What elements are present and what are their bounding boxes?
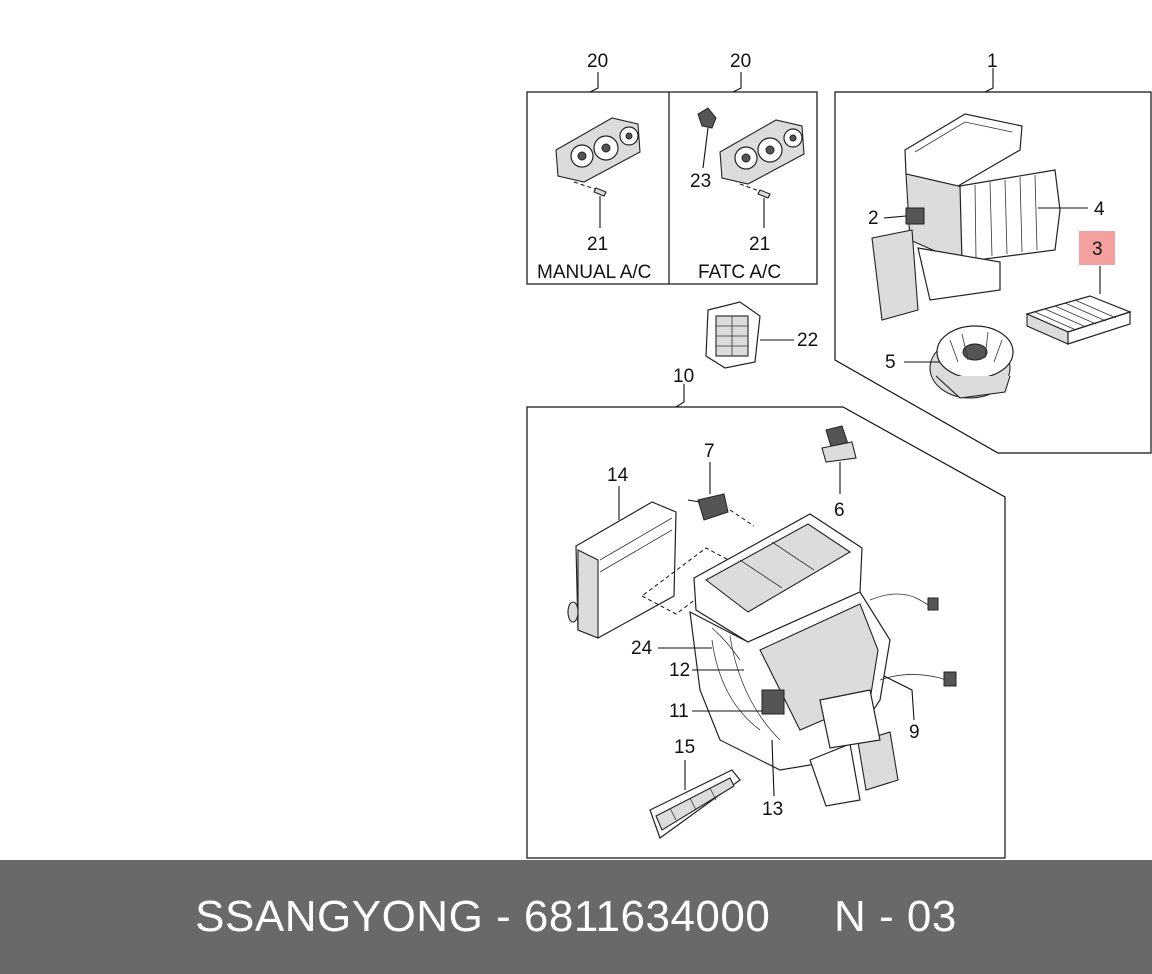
footer-text: SSANGYONG - 6811634000 N - 03: [195, 892, 957, 942]
manual-ac-control-unit[interactable]: [555, 117, 641, 183]
blower-assembly-group: 1 2 4 3 5: [834, 51, 1152, 454]
leader-2: [883, 215, 907, 219]
callout-12: 12: [669, 660, 690, 681]
footer-gap: [770, 892, 834, 941]
leader-1: [984, 68, 994, 93]
footer-part-number: 6811634000: [523, 892, 771, 941]
manual-ac-screw[interactable]: [573, 181, 607, 228]
leader-9: [883, 675, 915, 721]
blower-resistor[interactable]: [821, 425, 857, 463]
heater-core-guide: [641, 547, 741, 615]
callout-7: 7: [704, 441, 715, 462]
fatc-sensor[interactable]: [697, 107, 717, 169]
valve-guide: [729, 509, 755, 527]
wiring-harness[interactable]: [869, 593, 957, 687]
callout-24: 24: [631, 638, 653, 659]
callout-14: 14: [607, 465, 629, 486]
caption-manual-ac: MANUAL A/C: [537, 262, 651, 283]
callout-23: 23: [690, 171, 711, 192]
footer-page-ref: N - 03: [833, 892, 957, 941]
blower-panel-frame: [834, 91, 1152, 454]
leader-20-manual: [589, 72, 599, 93]
callout-21-manual: 21: [587, 234, 608, 255]
expansion-valve[interactable]: [687, 493, 729, 521]
callout-2: 2: [868, 208, 879, 229]
callout-20-fatc: 20: [730, 51, 751, 72]
hvac-assembly-group: 10 7 14 6 24 12 11 9 15 13: [526, 366, 1006, 859]
hose-24[interactable]: [711, 627, 741, 661]
parts-diagram: 20 20 21 21 23 MANUAL A/C FATC A/C: [526, 51, 1152, 859]
heater-core[interactable]: [567, 501, 677, 639]
callout-13: 13: [762, 799, 783, 820]
callout-21-fatc: 21: [749, 234, 770, 255]
hvac-case[interactable]: [689, 513, 899, 807]
callout-11: 11: [669, 701, 689, 722]
leader-20-fatc: [732, 72, 742, 93]
vent-grille-22[interactable]: [705, 301, 761, 369]
fatc-ac-control-unit[interactable]: [719, 119, 805, 185]
hvac-panel-frame: [526, 406, 1006, 859]
cabin-air-filter[interactable]: [1025, 295, 1132, 345]
blower-housing[interactable]: [871, 113, 1061, 321]
fatc-ac-screw[interactable]: [739, 183, 771, 228]
caption-fatc-ac: FATC A/C: [698, 262, 781, 283]
callout-22: 22: [797, 330, 818, 351]
part-number-footer: SSANGYONG - 6811634000 N - 03: [0, 860, 1152, 974]
callout-10: 10: [673, 366, 694, 387]
callout-9: 9: [909, 722, 920, 743]
callout-6: 6: [834, 500, 845, 521]
footer-brand: SSANGYONG: [195, 892, 484, 941]
callout-5: 5: [885, 352, 896, 373]
foot-vent-15[interactable]: [649, 769, 741, 839]
highlight-part-3: [1079, 231, 1115, 265]
control-panel-group: 20 20 21 21 23 MANUAL A/C FATC A/C: [526, 51, 818, 285]
control-panel-frame: [526, 91, 818, 285]
leader-10: [675, 384, 685, 408]
callout-20-manual: 20: [587, 51, 608, 72]
callout-1: 1: [987, 51, 998, 72]
leader-13: [771, 739, 775, 797]
footer-separator: -: [483, 892, 524, 941]
callout-3: 3: [1092, 239, 1103, 260]
actuator-2[interactable]: [905, 207, 925, 225]
callout-4: 4: [1094, 199, 1105, 220]
blower-motor[interactable]: [929, 325, 1014, 399]
callout-15: 15: [674, 737, 695, 758]
actuator-11[interactable]: [761, 689, 785, 715]
